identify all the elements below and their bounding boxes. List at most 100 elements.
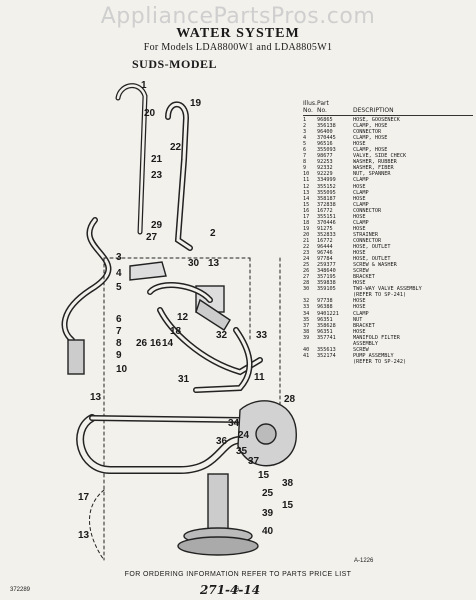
part-number: 96516 [317,141,333,148]
part-number: 96444 [317,243,333,250]
callout-label: 13 [208,258,220,269]
illus-number: 22 [303,243,310,250]
parts-row: 33 96388 HOSE [303,304,473,310]
callout-label: 30 [188,258,200,269]
figure-reference: A-1226 [354,558,374,564]
illus-number: 27 [303,274,310,281]
part-number: 355151 [317,213,336,220]
callout-label: 12 [177,312,189,323]
part-description: VALVE, SIDE CHECK [353,153,407,160]
part-number: 16772 [317,207,333,214]
callout-label: 34 [228,418,240,429]
part-description: NUT, SPANNER [353,171,391,178]
illus-number: 13 [303,189,310,196]
illus-number: 32 [303,298,310,305]
callout-label: 17 [78,492,90,503]
illus-number: 20 [303,231,310,238]
part-number: 92332 [317,165,333,172]
callout-label: 16 [150,338,162,349]
part-number: 359838 [317,280,336,287]
part-description: SCREW [353,346,369,353]
callout-label: 22 [170,142,182,153]
illus-number: 23 [303,250,310,257]
callout-label: 26 [136,338,148,349]
part-description: CLAMP [353,310,369,317]
part-number: 96351 [317,328,333,335]
document-code: 372289 [10,587,31,593]
callout-label: 27 [146,232,158,243]
illus-number: 9 [303,165,307,172]
illus-number: 10 [303,171,310,178]
part-number: 355613 [317,346,336,353]
part-number: 16772 [317,237,333,244]
callout-label: 6 [116,314,122,325]
part-description: HOSE, OUTLET [353,256,391,263]
part-description: HOSE [353,304,366,311]
illus-number: 28 [303,280,310,287]
callout-label: 35 [236,446,248,457]
callout-label: 21 [151,154,163,165]
page-title: WATER SYSTEM [176,26,300,41]
callout-label: 9 [116,350,122,361]
callout-label: 7 [116,326,122,337]
part-number: 356138 [317,123,336,130]
part-number: 259377 [317,262,336,269]
parts-list-header: Illus. Part [303,100,473,107]
illus-number: 35 [303,316,310,323]
callout-label: 29 [151,220,163,231]
part-number: 355095 [317,189,336,196]
callout-label: 4 [116,268,122,279]
part-number: 352174 [317,352,336,359]
part-description: CLAMP, HOSE [353,123,388,130]
callout-label: 33 [256,330,268,341]
part-description: HOSE, GOOSENECK [353,117,400,123]
callout-label: 20 [144,108,156,119]
part-description: HOSE [353,328,366,335]
part-description: HOSE [353,213,366,220]
page-subtitle: For Models LDA8800W1 and LDA8805W1 [143,42,333,53]
illus-number: 33 [303,304,310,311]
site-watermark: AppliancePartsPros.com [100,4,376,29]
part-number: 370446 [317,219,336,226]
part-description: CLAMP, HOSE [353,135,388,142]
illus-number: 16 [303,207,310,214]
parts-row: (REFER TO SP-242) [303,359,473,365]
callout-label: 38 [282,478,294,489]
callout-label: 25 [262,488,274,499]
illus-number: 21 [303,237,310,244]
divider [303,115,473,116]
callout-label: 15 [258,470,270,481]
part-number: 92253 [317,159,333,166]
part-description: CLAMP [353,201,369,208]
illus-number: 4 [303,135,307,142]
part-number: 96388 [317,304,333,311]
col-illus-header: Illus. [303,100,317,107]
part-description: ASSEMBLY [353,340,378,347]
illus-number: 18 [303,219,310,226]
part-number: 96746 [317,250,333,257]
callout-label: 3 [116,252,122,263]
part-description: CLAMP [353,219,369,226]
part-number: 96400 [317,129,333,136]
callout-label: 39 [262,508,274,519]
callout-label: 10 [116,364,128,375]
callout-label: 15 [282,500,294,511]
illus-number: 15 [303,201,310,208]
callout-label: 11 [254,372,265,383]
